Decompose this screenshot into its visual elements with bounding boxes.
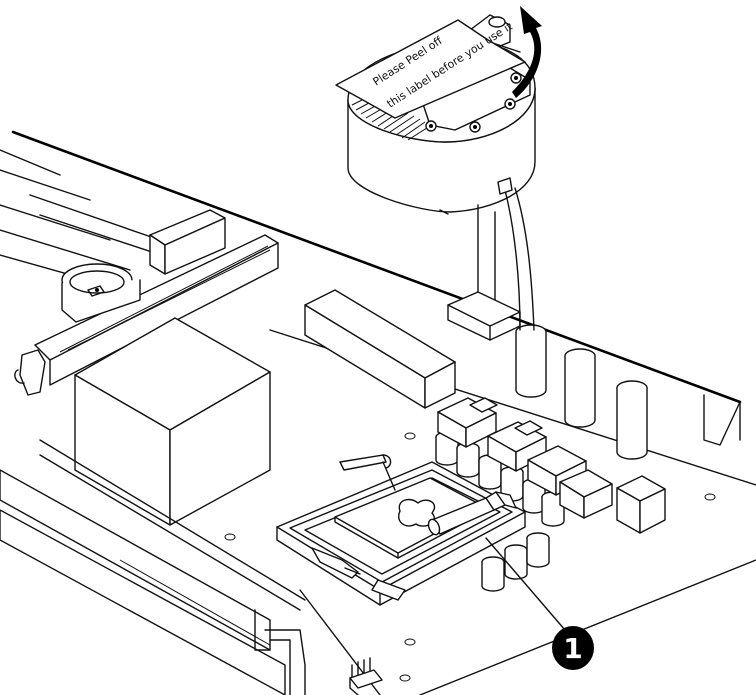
- battery-socket: [61, 263, 141, 323]
- callout-badge-1: 1: [552, 626, 594, 670]
- cpu-socket: [276, 454, 526, 606]
- slot-clip: [14, 349, 46, 396]
- board-edge: [39, 439, 306, 601]
- memory-slots: [0, 469, 306, 695]
- capacitors: [435, 324, 648, 592]
- chassis-top-line: [11, 130, 742, 404]
- rear-panel: [703, 394, 741, 446]
- callout-number: 1: [563, 632, 582, 665]
- peel-direction-arrow: [512, 6, 542, 98]
- vrm-chokes: [437, 397, 666, 534]
- header-block: [149, 209, 226, 275]
- expansion-slot: [34, 234, 279, 386]
- power-connector: [304, 289, 456, 409]
- mounting-holes: [224, 432, 716, 682]
- callout-leader: [485, 537, 566, 631]
- chipset-heatsink: [74, 317, 271, 526]
- pin-header: [349, 657, 383, 695]
- thermal-paste-syringe: [427, 491, 517, 536]
